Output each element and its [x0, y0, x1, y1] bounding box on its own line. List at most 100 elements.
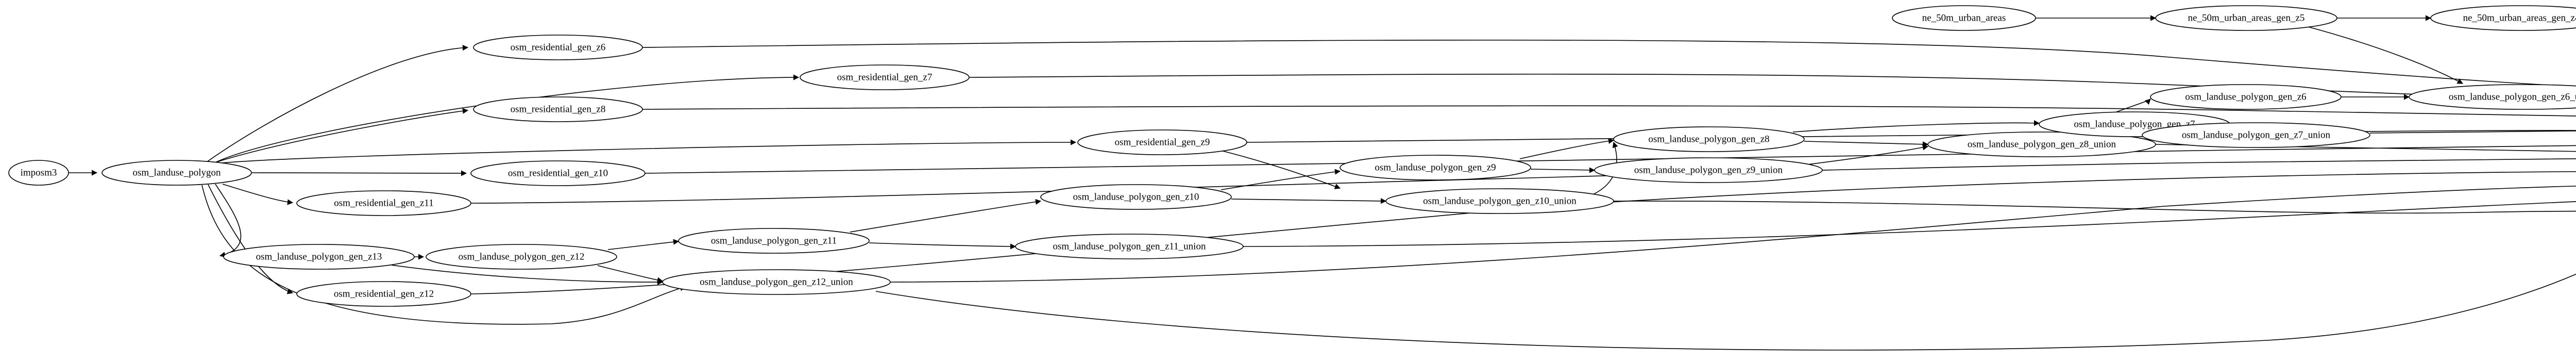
node-label: osm_residential_gen_z11	[334, 198, 433, 208]
node-ellipse	[1892, 5, 2036, 31]
graph-node[interactable]: imposm3	[8, 160, 69, 186]
graph-edge	[206, 44, 469, 163]
graph-edge	[1246, 130, 2576, 143]
graph-node[interactable]: osm_landuse_polygon_gen_z10	[1040, 184, 1232, 210]
node-ellipse	[1594, 157, 1823, 183]
graph-edge	[1530, 167, 1596, 173]
node-label: osm_residential_gen_z12	[334, 288, 434, 299]
graph-node[interactable]: osm_landuse_polygon_gen_z11_union	[1015, 234, 1244, 259]
graph-node[interactable]: osm_landuse_polygon_gen_z9_union	[1594, 157, 1823, 183]
graph-edge	[875, 273, 2576, 351]
node-ellipse	[800, 64, 970, 90]
node-ellipse	[223, 244, 415, 270]
graph-edge	[1792, 120, 2040, 133]
graph-edge	[890, 186, 2576, 283]
graph-edge	[2112, 98, 2151, 114]
graph-edge	[1613, 201, 2576, 214]
graph-node[interactable]: osm_residential_gen_z8	[473, 96, 643, 122]
graph-edge	[869, 242, 1016, 250]
node-label: osm_landuse_polygon_gen_z9_union	[1634, 164, 1783, 175]
node-label: osm_landuse_polygon_gen_z12	[459, 251, 585, 262]
node-label: osm_landuse_polygon_gen_z6	[2185, 91, 2306, 102]
node-ellipse	[426, 244, 617, 270]
node-label: osm_landuse_polygon_gen_z7	[2074, 119, 2195, 129]
node-label: osm_landuse_polygon_gen_z9	[1375, 162, 1496, 173]
graph-edge	[642, 105, 2576, 117]
graph-edge	[222, 184, 294, 205]
graph-edge	[216, 74, 800, 162]
node-ellipse	[2155, 5, 2337, 31]
graph-node[interactable]: ne_50m_urban_areas_gen_z5	[2155, 5, 2337, 31]
node-label: osm_landuse_polygon_gen_z8_union	[1968, 139, 2116, 150]
node-ellipse	[1927, 131, 2156, 157]
node-ellipse	[473, 96, 643, 122]
graph-node[interactable]: osm_landuse_polygon_gen_z9	[1340, 155, 1531, 180]
graph-edge	[391, 265, 664, 285]
graph-edge	[2369, 130, 2576, 134]
nodes-layer: imposm3 osm_landuse_polygon osm_residentia…	[8, 5, 2576, 307]
node-label: osm_landuse_polygon_gen_z7_union	[2182, 129, 2331, 140]
node-label: osm_landuse_polygon_gen_z12_union	[700, 276, 853, 287]
node-label: osm_landuse_polygon_gen_z10_union	[1423, 195, 1577, 206]
graph-edge	[597, 265, 664, 283]
graph-node[interactable]: ne_50m_urban_areas_gen_z4	[2430, 5, 2576, 31]
graph-node[interactable]: osm_residential_gen_z6	[473, 35, 643, 60]
node-ellipse	[1613, 126, 1805, 152]
node-ellipse	[101, 160, 252, 186]
graph-edge	[1221, 150, 1341, 189]
graph-edge	[607, 239, 680, 250]
graph-node[interactable]: osm_residential_gen_z7	[800, 64, 970, 90]
node-label: osm_residential_gen_z6	[511, 42, 606, 53]
graph-node[interactable]: osm_residential_gen_z9	[1077, 129, 1247, 155]
graph-node[interactable]: ne_50m_urban_areas	[1892, 5, 2036, 31]
graph-node[interactable]: osm_landuse_polygon_gen_z13	[223, 244, 415, 270]
graph-node[interactable]: osm_landuse_polygon_gen_z7_union	[2142, 122, 2370, 148]
node-label: osm_landuse_polygon_gen_z8	[1648, 134, 1769, 144]
graph-edge	[215, 184, 242, 258]
node-ellipse	[2430, 5, 2576, 31]
graph-node[interactable]: osm_landuse_polygon_gen_z6_union	[2409, 84, 2576, 110]
node-label: osm_residential_gen_z9	[1115, 137, 1210, 147]
node-ellipse	[1077, 129, 1247, 155]
node-ellipse	[8, 160, 69, 186]
graph-node[interactable]: osm_landuse_polygon_gen_z10_union	[1385, 188, 1614, 214]
graph-edge	[1804, 141, 1929, 147]
node-ellipse	[1385, 188, 1614, 214]
node-ellipse	[1340, 155, 1531, 180]
graph-edge	[1519, 138, 1615, 159]
graph-edge	[1221, 169, 1341, 190]
graph-node[interactable]: osm_residential_gen_z12	[296, 281, 471, 307]
node-label: osm_landuse_polygon_gen_z6_union	[2449, 91, 2576, 102]
node-label: osm_landuse_polygon_gen_z11_union	[1053, 241, 1206, 252]
node-label: osm_landuse_polygon	[133, 167, 221, 178]
node-ellipse	[2150, 84, 2342, 110]
graph-node[interactable]: osm_landuse_polygon	[101, 160, 252, 186]
node-ellipse	[1015, 234, 1244, 259]
graph-node[interactable]: osm_landuse_polygon_gen_z8	[1613, 126, 1805, 152]
graph-edge	[1231, 198, 1387, 204]
node-ellipse	[473, 35, 643, 60]
node-label: ne_50m_urban_areas	[1922, 12, 2006, 23]
graph-node[interactable]: osm_landuse_polygon_gen_z8_union	[1927, 131, 2156, 157]
node-label: ne_50m_urban_areas_gen_z5	[2188, 12, 2305, 23]
graph-edge	[1243, 201, 2576, 247]
graph-node[interactable]: osm_landuse_polygon_gen_z12_union	[662, 269, 891, 295]
graph-node[interactable]: osm_residential_gen_z11	[296, 190, 471, 216]
node-label: ne_50m_urban_areas_gen_z4	[2463, 12, 2576, 23]
graph-node[interactable]: osm_residential_gen_z10	[470, 160, 646, 186]
graph-node[interactable]: osm_landuse_polygon_gen_z12	[426, 244, 617, 270]
node-ellipse	[1040, 184, 1232, 210]
node-label: osm_landuse_polygon_gen_z11	[711, 235, 837, 246]
node-label: osm_landuse_polygon_gen_z10	[1073, 191, 1199, 202]
graph-edge	[2308, 26, 2463, 84]
graph-node[interactable]: osm_landuse_polygon_gen_z6	[2150, 84, 2342, 110]
graph-edge	[221, 139, 1077, 163]
node-label: imposm3	[21, 167, 57, 178]
graph-node[interactable]: osm_landuse_polygon_gen_z11	[678, 228, 870, 254]
node-ellipse	[296, 281, 471, 307]
graph-edge	[642, 39, 2576, 87]
node-label: osm_residential_gen_z10	[508, 168, 608, 178]
node-ellipse	[2409, 84, 2576, 110]
